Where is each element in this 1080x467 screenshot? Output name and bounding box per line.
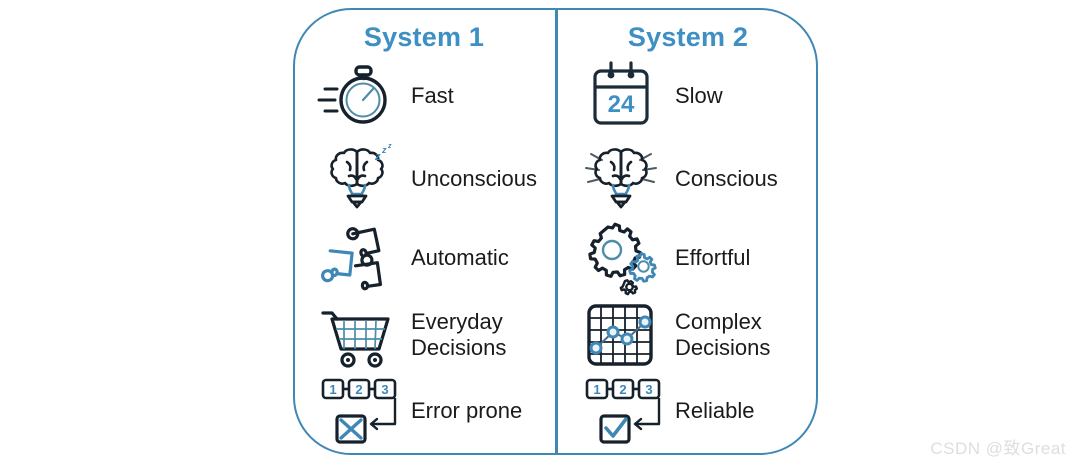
svg-text:z: z [374, 151, 381, 163]
row-label-complex-decisions: Complex Decisions [675, 309, 771, 360]
brain-bulb-sleeping-icon: z z z [311, 140, 403, 218]
column-system-1: System 1 [293, 8, 555, 455]
row-label-automatic: Automatic [411, 245, 509, 271]
row-label-conscious: Conscious [675, 166, 778, 192]
stopwatch-icon [311, 57, 403, 135]
column-title-system-2: System 2 [627, 22, 749, 52]
flow-step-3: 3 [645, 382, 652, 397]
flow-step-2: 2 [355, 382, 362, 397]
brain-bulb-shining-icon [575, 140, 667, 218]
watermark: CSDN @致Great [930, 439, 1066, 458]
row-fast: Fast [293, 57, 555, 135]
svg-text:z: z [387, 143, 392, 150]
column-title-system-1: System 1 [363, 22, 485, 52]
column-divider [555, 10, 558, 453]
calendar-24-icon: 24 [575, 57, 667, 135]
flow-step-1: 1 [593, 382, 600, 397]
row-slow: 24 Slow [557, 57, 819, 135]
flow-step-1: 1 [329, 382, 336, 397]
column-system-2: System 2 24 Slow [557, 8, 819, 455]
row-unconscious: z z z Unconscious [293, 140, 555, 218]
row-conscious: Conscious [557, 140, 819, 218]
line-chart-grid-icon [575, 296, 667, 374]
row-automatic: Automatic [293, 219, 555, 297]
flowchart-check-icon: 1 2 3 [575, 372, 667, 450]
row-label-unconscious: Unconscious [411, 166, 537, 192]
row-label-effortful: Effortful [675, 245, 751, 271]
shopping-cart-icon [311, 296, 403, 374]
row-effortful: Effortful [557, 219, 819, 297]
row-complex-decisions: Complex Decisions [557, 296, 819, 374]
puzzle-pieces-icon [311, 219, 403, 297]
row-everyday-decisions: Everyday Decisions [293, 296, 555, 374]
row-label-fast: Fast [411, 83, 454, 109]
calendar-day-number: 24 [608, 91, 635, 118]
row-label-error-prone: Error prone [411, 398, 523, 424]
flow-step-2: 2 [619, 382, 626, 397]
flow-step-3: 3 [381, 382, 388, 397]
gears-icon [575, 219, 667, 297]
row-label-reliable: Reliable [675, 398, 755, 424]
row-label-slow: Slow [675, 83, 723, 109]
row-reliable: 1 2 3 Reliable [557, 372, 819, 450]
row-error-prone: 1 2 3 Error prone [293, 372, 555, 450]
row-label-everyday-decisions: Everyday Decisions [411, 309, 507, 360]
flowchart-error-icon: 1 2 3 [311, 372, 403, 450]
svg-text:z: z [381, 145, 387, 155]
